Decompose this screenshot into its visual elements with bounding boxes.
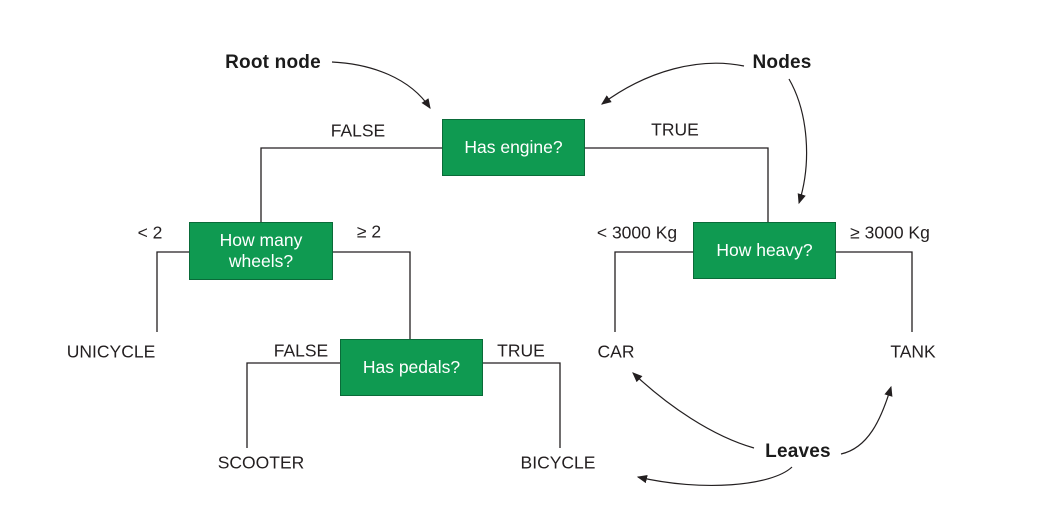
edge-label-wheels-lt2: < 2 (137, 222, 163, 243)
edge-label-pedals-true: TRUE (497, 340, 545, 361)
arrow-leaves-to-tank-icon (840, 385, 893, 455)
edge-wheels-lt2 (156, 251, 189, 332)
tree-edges (156, 147, 913, 448)
node-has-pedals: Has pedals? (340, 339, 483, 396)
node-how-many-wheels: How many wheels? (189, 222, 333, 280)
arrow-nodes-to-heavy-icon (788, 78, 808, 205)
arrow-leaves-to-bicycle-icon (636, 466, 793, 487)
leaf-car: CAR (597, 341, 635, 362)
edge-label-pedals-false: FALSE (273, 340, 329, 361)
node-has-engine: Has engine? (442, 119, 585, 176)
edge-label-wheels-ge2: ≥ 2 (356, 221, 382, 242)
edge-label-engine-false: FALSE (330, 120, 386, 141)
node-how-heavy: How heavy? (693, 222, 836, 279)
arrow-leaves-to-car-icon (632, 372, 755, 449)
edge-pedals-false (246, 362, 340, 448)
annotation-nodes: Nodes (752, 52, 812, 73)
arrow-nodes-to-engine-icon (601, 62, 745, 105)
edge-heavy-ge (836, 251, 913, 332)
leaf-tank: TANK (890, 341, 936, 362)
edge-engine-false (260, 147, 442, 222)
edge-label-heavy-ge3000: ≥ 3000 Kg (850, 222, 930, 243)
edge-pedals-true (483, 362, 561, 448)
annotation-leaves: Leaves (765, 441, 831, 462)
annotation-root-node: Root node (225, 52, 321, 73)
edge-label-engine-true: TRUE (651, 119, 699, 140)
edge-label-heavy-lt3000: < 3000 Kg (596, 222, 678, 243)
leaf-bicycle: BICYCLE (520, 452, 596, 473)
leaf-unicycle: UNICYCLE (66, 341, 156, 362)
edge-heavy-lt (614, 251, 693, 332)
arrow-rootnode-to-engine-icon (331, 61, 431, 109)
edge-wheels-ge2 (333, 251, 411, 339)
leaf-scooter: SCOOTER (217, 452, 305, 473)
edge-engine-true (585, 147, 769, 222)
